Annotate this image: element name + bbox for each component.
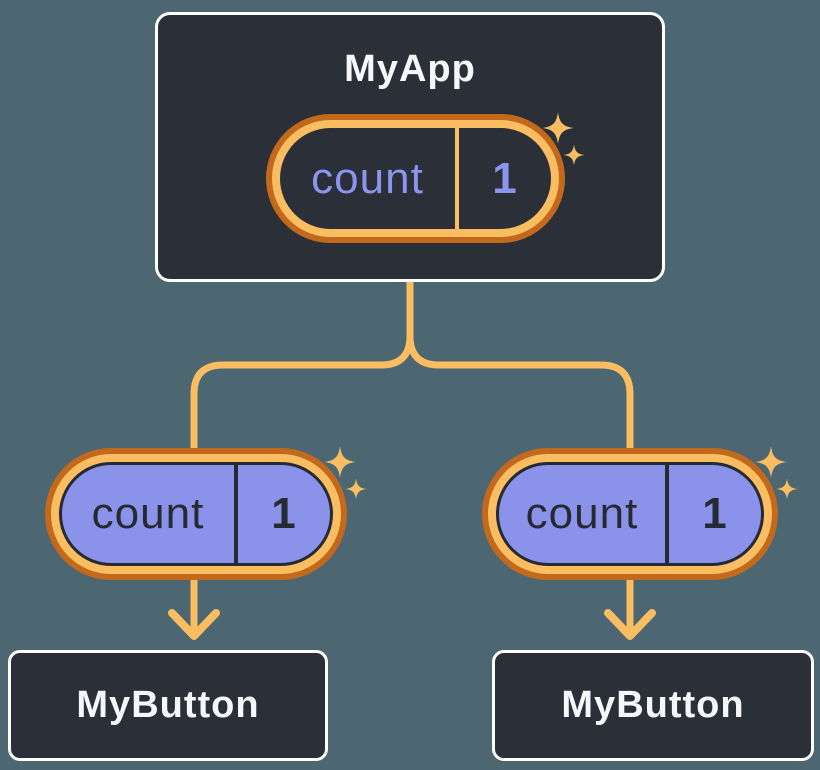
prop-value: 1 (702, 489, 728, 538)
prop-name: count (91, 489, 205, 538)
connector-root-to-right-child (406, 278, 634, 634)
component-title: MyButton (76, 684, 260, 726)
pill-divider (455, 128, 459, 229)
component-node-mybutton-left: MyButton (8, 650, 328, 761)
prop-pill-body: count 1 (496, 462, 764, 566)
state-name: count (311, 153, 424, 203)
sparkle-icon (542, 112, 585, 166)
prop-pill-body: count 1 (59, 462, 333, 566)
sparkle-icon (324, 446, 367, 500)
down-arrowhead-right-icon (604, 609, 656, 640)
component-node-myapp: MyApp count 1 (155, 12, 665, 282)
state-value: 1 (492, 153, 518, 203)
prop-value: 1 (271, 489, 297, 538)
prop-pill-left: count 1 (45, 446, 367, 580)
prop-pill-right: count 1 (482, 446, 798, 580)
down-arrowhead-left-icon (168, 609, 220, 640)
component-title: MyApp (344, 48, 476, 90)
state-pill-body: count 1 (280, 128, 551, 229)
pill-divider (665, 465, 669, 563)
sparkle-icon (755, 446, 798, 500)
state-pill: count 1 (266, 112, 585, 243)
pill-divider (234, 465, 238, 563)
component-node-mybutton-right: MyButton (492, 650, 814, 761)
prop-name: count (525, 489, 639, 538)
component-title: MyButton (561, 684, 745, 726)
